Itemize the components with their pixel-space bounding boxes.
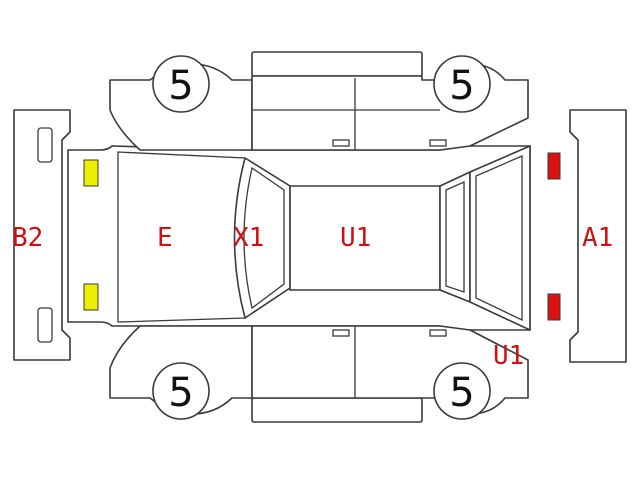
- tire-front-left[interactable]: 5: [433, 55, 491, 113]
- front-lamp-markers: [547, 152, 561, 321]
- rear-lamp-markers: [83, 159, 99, 311]
- damage-code-trunk: E: [157, 223, 173, 253]
- damage-code-roof: U1: [340, 223, 371, 253]
- damage-code-front-bumper: A1: [582, 223, 613, 253]
- tire-rear-right[interactable]: 5: [152, 362, 210, 420]
- front-lamp-marker-right: [547, 293, 561, 321]
- tire-rear-right-grade: 5: [168, 370, 193, 416]
- tire-front-right-grade: 5: [449, 370, 474, 416]
- tire-rear-left[interactable]: 5: [152, 55, 210, 113]
- tire-front-right[interactable]: 5: [433, 362, 491, 420]
- rear-bumper[interactable]: [13, 109, 71, 361]
- damage-code-front-right-fender: U1: [493, 341, 524, 371]
- hood[interactable]: [469, 145, 531, 331]
- damage-code-rear-bumper: B2: [12, 223, 43, 253]
- tire-front-left-grade: 5: [449, 63, 474, 109]
- front-bumper[interactable]: [569, 109, 627, 363]
- rear-lamp-marker-right: [83, 283, 99, 311]
- rear-lamp-marker-left: [83, 159, 99, 187]
- tire-rear-left-grade: 5: [168, 63, 193, 109]
- rear-window[interactable]: [233, 157, 291, 319]
- front-lamp-marker-left: [547, 152, 561, 180]
- damage-code-rear-window: X1: [233, 223, 264, 253]
- windshield[interactable]: [439, 171, 471, 303]
